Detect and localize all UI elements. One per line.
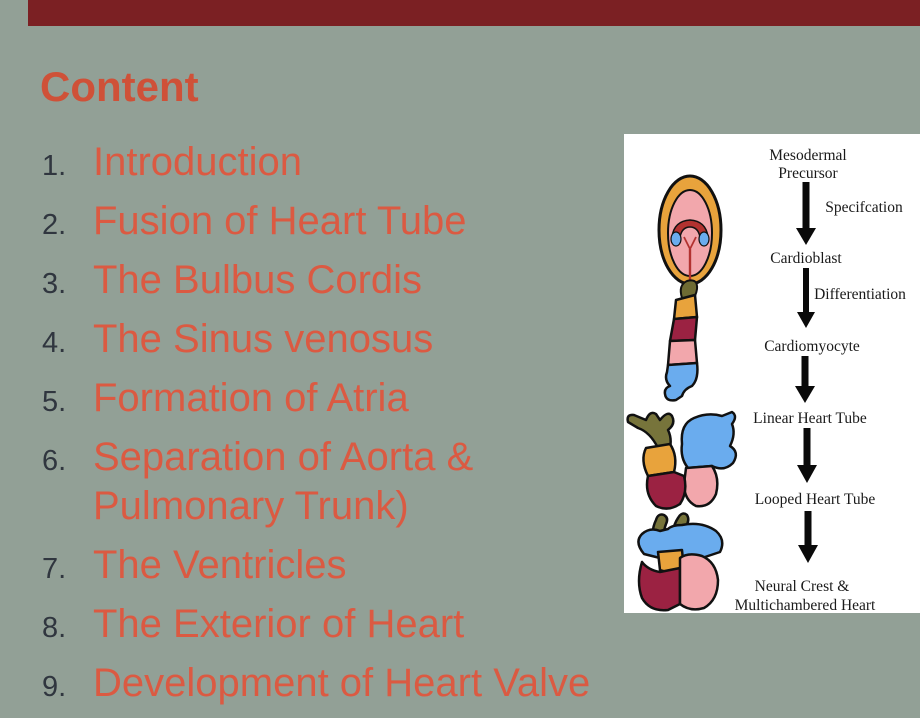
stage-label-multichambered-heart: Multichambered Heart — [735, 597, 876, 613]
multichambered-heart-illustration — [637, 512, 724, 612]
list-item-label: Fusion of Heart Tube — [93, 199, 467, 243]
stage-label-precursor: Precursor — [778, 165, 838, 182]
stage-label-looped-heart-tube: Looped Heart Tube — [755, 491, 876, 508]
transition-label-differentiation: Differentiation — [814, 286, 906, 303]
transition-label-specification: Specifcation — [825, 199, 903, 216]
stage-label-cardioblast: Cardioblast — [770, 250, 842, 267]
list-item-number: 6. — [42, 445, 67, 477]
list-item-number: 4. — [42, 327, 67, 359]
top-accent-bar — [28, 0, 920, 26]
down-arrow-icon — [797, 268, 815, 328]
list-item-number: 7. — [42, 553, 67, 585]
list-item-label: The Ventricles — [93, 543, 347, 587]
stage-label-linear-heart-tube: Linear Heart Tube — [753, 410, 867, 427]
list-item: 1. Introduction — [42, 138, 642, 187]
slide: { "colors": { "background": "#92A096", "… — [28, 0, 920, 705]
looped-heart-illustration — [626, 410, 738, 510]
down-arrow-icon — [798, 511, 818, 563]
list-item-label: Separation of Aorta & Pulmonary Trunk) — [93, 435, 474, 528]
down-arrow-icon — [797, 428, 817, 483]
list-item: 5. Formation of Atria — [42, 374, 642, 423]
list-item: 9. Development of Heart Valve — [42, 659, 642, 708]
list-item: 7. The Ventricles — [42, 541, 642, 590]
list-item-label: The Sinus venosus — [93, 317, 434, 361]
down-arrow-icon — [795, 356, 815, 403]
heart-tube-illustration — [663, 279, 699, 402]
heart-development-figure: Mesodermal Precursor Specifcation Cardio… — [624, 134, 920, 613]
stage-label-neural-crest: Neural Crest & — [755, 578, 850, 595]
list-item-number: 8. — [42, 612, 67, 644]
list-item-label: The Bulbus Cordis — [93, 258, 423, 302]
list-item-number: 5. — [42, 386, 67, 418]
list-item: 4. The Sinus venosus — [42, 315, 642, 364]
list-item: 8. The Exterior of Heart — [42, 600, 642, 649]
list-item-label: Formation of Atria — [93, 376, 409, 420]
list-item: 2. Fusion of Heart Tube — [42, 197, 642, 246]
stage-label-mesodermal: Mesodermal — [769, 147, 846, 164]
list-item-number: 9. — [42, 671, 67, 703]
stage-label-cardiomyocyte: Cardiomyocyte — [764, 338, 860, 355]
embryonic-disc-illustration — [657, 174, 723, 286]
list-item-label: The Exterior of Heart — [93, 602, 465, 646]
page-title: Content — [40, 63, 199, 110]
table-of-contents: 1. Introduction 2. Fusion of Heart Tube … — [42, 138, 642, 718]
list-item: 6. Separation of Aorta & Pulmonary Trunk… — [42, 433, 642, 531]
list-item: 3. The Bulbus Cordis — [42, 256, 642, 305]
list-item-number: 2. — [42, 209, 67, 241]
list-item-number: 1. — [42, 150, 67, 182]
down-arrow-icon — [796, 182, 816, 245]
list-item-label: Development of Heart Valve — [93, 661, 591, 705]
list-item-number: 3. — [42, 268, 67, 300]
list-item-label: Introduction — [93, 140, 303, 184]
